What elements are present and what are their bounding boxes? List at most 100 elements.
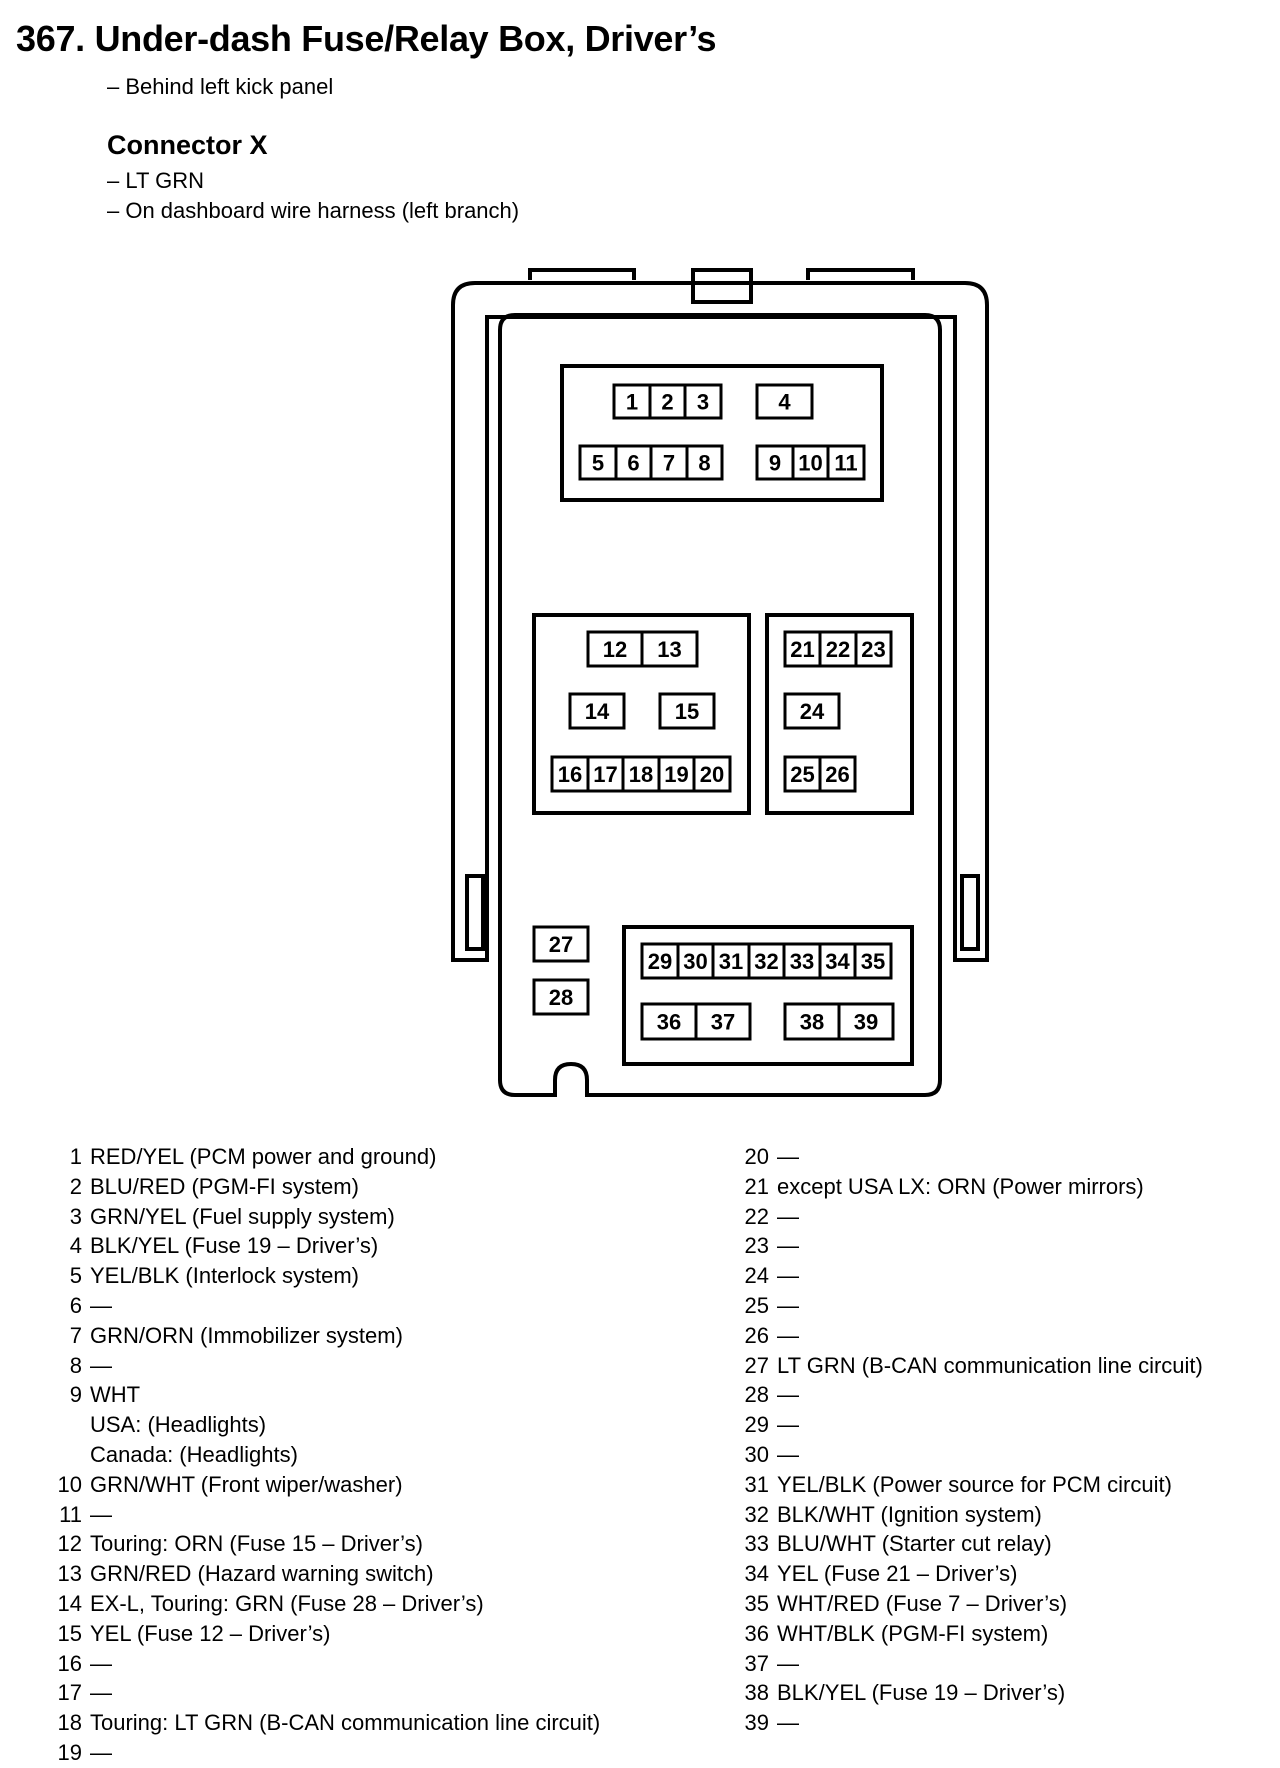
pin-cell-17: 17 <box>586 755 625 793</box>
pin-entry-37: 37— <box>735 1649 1203 1679</box>
pin-number: 31 <box>744 1471 769 1497</box>
pin-number: 14 <box>57 1590 82 1616</box>
pin-cell-label: 37 <box>711 1010 735 1035</box>
pin-cell-21: 21 <box>783 630 822 668</box>
pin-number: 15 <box>57 1620 82 1646</box>
pin-cell-3: 3 <box>683 383 723 420</box>
pin-cell-box <box>657 755 696 793</box>
pin-entry-6: 6— <box>48 1291 600 1321</box>
pin-cell-label: 19 <box>664 762 688 787</box>
pin-number: 17 <box>57 1680 82 1706</box>
pin-cell-25: 25 <box>783 755 822 793</box>
pin-cell-label: 18 <box>629 762 653 787</box>
pin-cell-label: 11 <box>834 451 857 476</box>
pin-cell-label: 20 <box>700 762 724 787</box>
pin-number: 10 <box>57 1471 82 1497</box>
pin-cell-14: 14 <box>568 692 626 730</box>
pin-description: GRN/WHT (Front wiper/washer) <box>90 1471 403 1497</box>
pin-cell-box <box>854 630 893 668</box>
pin-description: — <box>777 1263 799 1289</box>
pin-cell-label: 8 <box>698 451 710 476</box>
pin-cell-label: 39 <box>854 1010 878 1035</box>
pin-number: 5 <box>69 1263 82 1289</box>
pin-cell-9: 9 <box>755 444 795 481</box>
pin-group-frame-top <box>560 364 884 502</box>
pin-number: 1 <box>69 1144 82 1169</box>
pin-description: WHT/RED (Fuse 7 – Driver’s) <box>777 1590 1068 1616</box>
pin-entry-20: 20— <box>735 1142 1203 1172</box>
pin-cell-box <box>612 383 652 420</box>
pin-cell-box <box>853 942 893 980</box>
pin-cell-label: 26 <box>825 762 849 787</box>
pin-cell-label: 12 <box>603 637 627 662</box>
pin-cell-label: 9 <box>769 451 781 476</box>
pin-description: BLK/WHT (Ignition system) <box>777 1501 1042 1527</box>
pin-entry-35: 35 WHT/RED (Fuse 7 – Driver’s) <box>735 1589 1203 1619</box>
pin-number: 35 <box>744 1590 769 1616</box>
pin-entry-23: 23— <box>735 1231 1203 1261</box>
pin-cell-box <box>783 692 841 730</box>
pin-entry-5: 5 YEL/BLK (Interlock system) <box>48 1261 600 1291</box>
pin-cell-10: 10 <box>791 444 830 481</box>
pin-description: YEL (Fuse 21 – Driver’s) <box>777 1561 1018 1587</box>
pin-description: WHT/BLK (PGM-FI system) <box>777 1620 1049 1646</box>
pin-number: 32 <box>744 1501 769 1527</box>
pin-cell-6: 6 <box>614 444 653 481</box>
pin-cell-35: 35 <box>853 942 893 980</box>
pin-description: Touring: ORN (Fuse 15 – Driver’s) <box>90 1531 423 1557</box>
pin-description: — <box>90 1292 112 1318</box>
pin-number: 16 <box>57 1650 82 1676</box>
pin-cell-label: 36 <box>657 1010 681 1035</box>
pin-number: 25 <box>744 1292 769 1318</box>
pin-description: RED/YEL (PCM power and ground) <box>90 1144 437 1169</box>
pin-description: BLK/YEL (Fuse 19 – Driver’s) <box>777 1680 1066 1706</box>
location-note: – Behind left kick panel <box>107 74 334 99</box>
pin-number: 19 <box>57 1739 82 1765</box>
pin-number: 29 <box>744 1412 769 1438</box>
pin-description: YEL/BLK (Interlock system) <box>90 1263 359 1289</box>
pin-entry-30: 30— <box>735 1440 1203 1470</box>
pin-group-frame-bottom <box>622 925 914 1066</box>
pin-description: GRN/ORN (Immobilizer system) <box>90 1322 403 1348</box>
pin-entry-16: 16— <box>48 1649 600 1679</box>
pin-sub-description: Canada: (Headlights) <box>90 1441 298 1467</box>
pin-cell-label: 22 <box>826 637 850 662</box>
pin-cell-12: 12 <box>586 630 644 668</box>
pin-cell-box <box>755 383 814 420</box>
pin-cell-label: 31 <box>719 949 743 974</box>
pin-description: EX-L, Touring: GRN (Fuse 28 – Driver’s) <box>90 1590 484 1616</box>
pin-number: 7 <box>69 1322 82 1348</box>
side-latch-left <box>465 874 485 951</box>
pin-cell-15: 15 <box>658 692 716 730</box>
pin-cell-13: 13 <box>640 630 699 668</box>
pin-cell-2: 2 <box>648 383 687 420</box>
pin-description: — <box>777 1292 799 1318</box>
pin-sub-description: USA: (Headlights) <box>90 1412 267 1438</box>
pin-cell-box <box>837 1002 895 1041</box>
pin-cell-box <box>658 692 716 730</box>
pin-description: YEL/BLK (Power source for PCM circuit) <box>777 1471 1172 1497</box>
pin-description: — <box>777 1441 799 1467</box>
pin-number: 34 <box>744 1561 769 1587</box>
pin-number: 8 <box>69 1352 82 1378</box>
pin-cell-1: 1 <box>612 383 652 420</box>
pin-cell-box <box>694 1002 752 1041</box>
pin-number: 22 <box>744 1203 769 1229</box>
pin-cell-label: 27 <box>549 932 573 957</box>
pin-description: — <box>777 1710 799 1736</box>
pin-entry-19: 19— <box>48 1738 600 1768</box>
pin-cell-box <box>818 942 857 980</box>
pin-entry-31: 31 YEL/BLK (Power source for PCM circuit) <box>735 1470 1203 1500</box>
pin-description: — <box>777 1203 799 1229</box>
connector-name: Connector X <box>107 130 268 160</box>
pin-entry-25: 25 — <box>735 1291 1203 1321</box>
pin-cell-5: 5 <box>578 444 618 481</box>
